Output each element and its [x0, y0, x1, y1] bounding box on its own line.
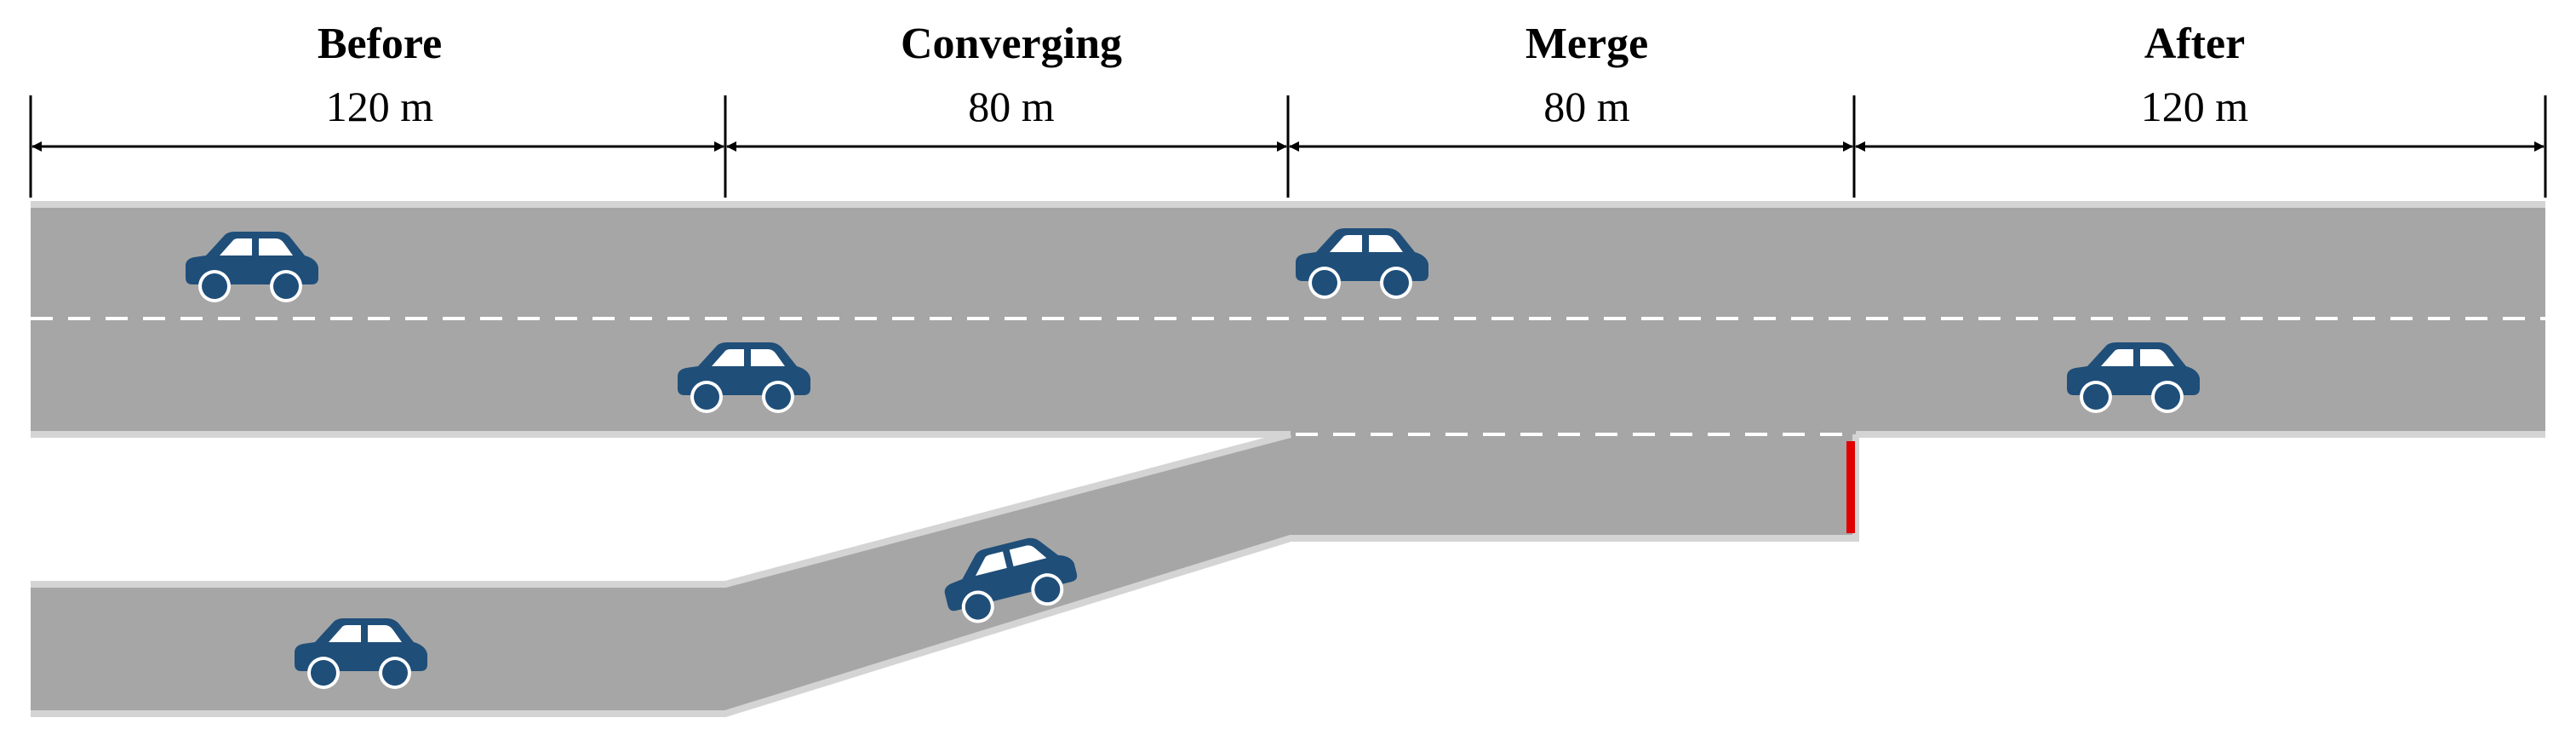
segment-distance-before: 120 m [326, 83, 434, 130]
segment-labels: Before 120 m Converging 80 m Merge 80 m … [318, 20, 2248, 130]
ramp-top-edge [31, 431, 1292, 588]
dimension-lines [29, 95, 2547, 198]
segment-title-after: After [2144, 20, 2245, 68]
segment-distance-converging: 80 m [968, 83, 1055, 130]
segment-distance-after: 120 m [2141, 83, 2249, 130]
segment-title-before: Before [318, 20, 442, 68]
segment-title-converging: Converging [901, 20, 1122, 68]
road-edges [31, 201, 2545, 717]
ramp-bottom-edge [31, 434, 1859, 717]
lane-markings [31, 317, 2545, 436]
segment-distance-merge: 80 m [1543, 83, 1630, 130]
segment-title-merge: Merge [1526, 20, 1648, 68]
on-ramp-road [31, 434, 1856, 714]
